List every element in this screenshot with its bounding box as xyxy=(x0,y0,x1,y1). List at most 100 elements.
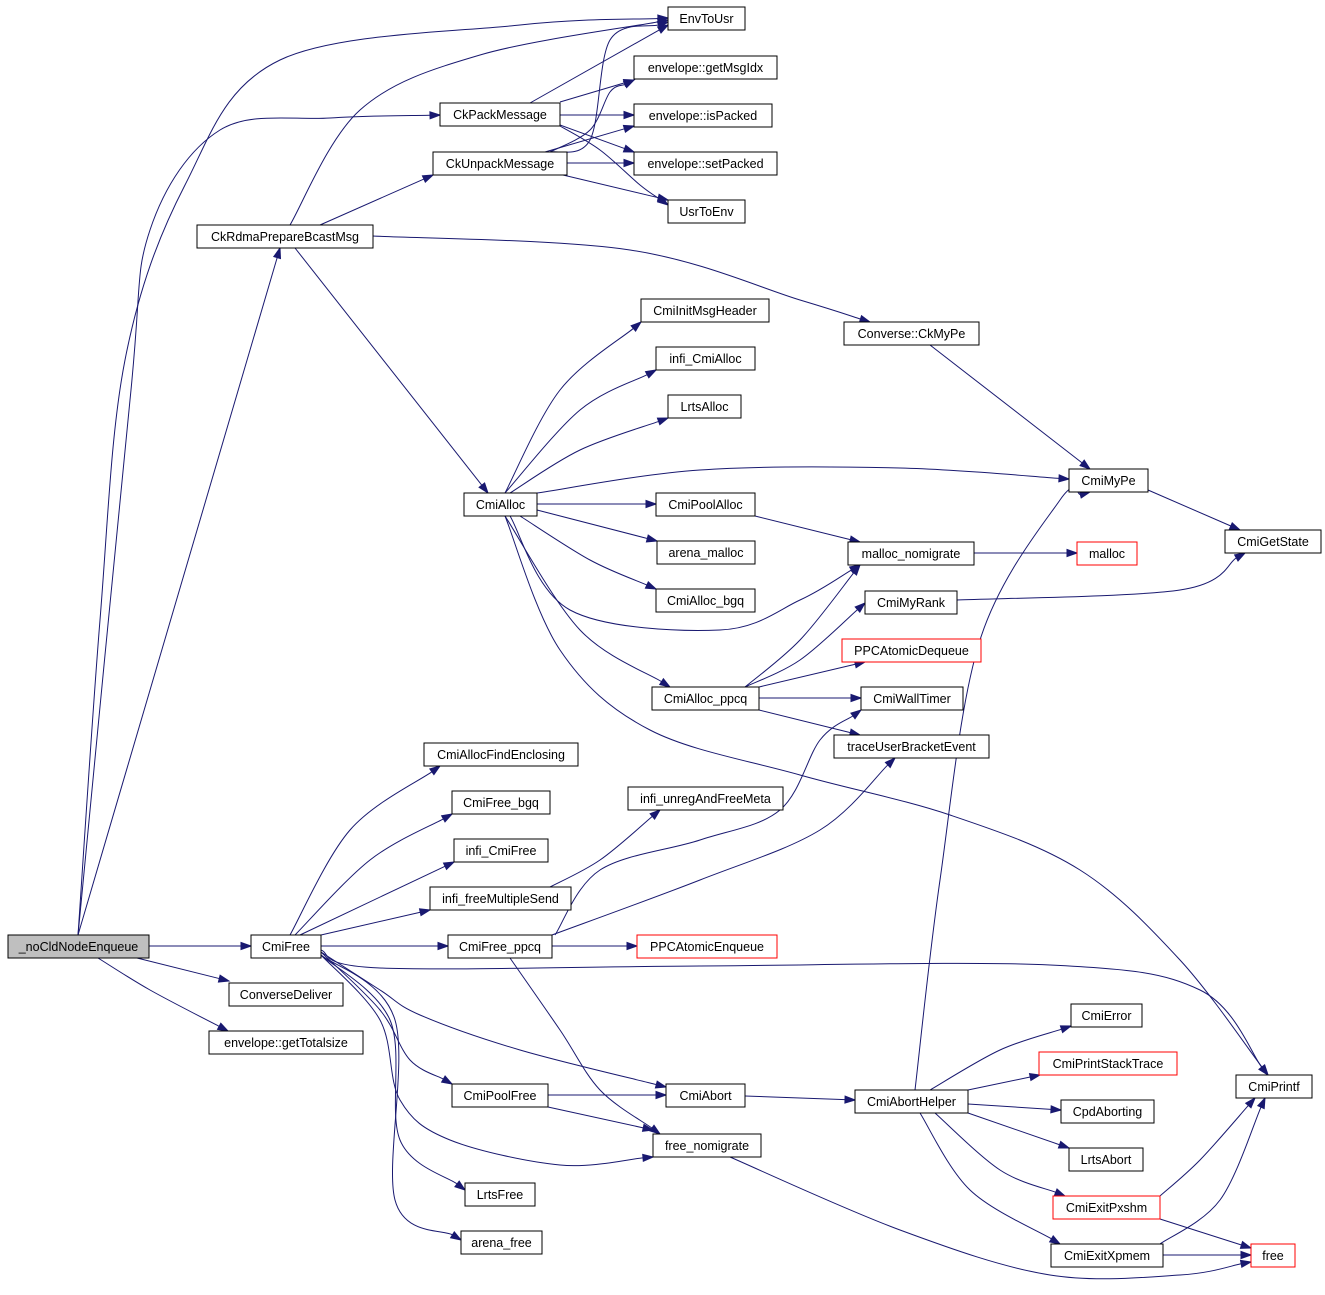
node-infi_freeMultipleSend[interactable]: infi_freeMultipleSend xyxy=(429,886,572,911)
node-box xyxy=(196,224,374,249)
node-box xyxy=(841,638,982,663)
arrowhead-icon xyxy=(1028,1073,1042,1082)
node-label: CmiExitPxshm xyxy=(1066,1201,1147,1215)
node-box xyxy=(447,934,553,959)
edge-CmiFree-to-infi_freeMultipleSend xyxy=(320,908,432,936)
edge-CmiFree-to-CmiFree_bgq xyxy=(294,813,454,936)
node-box xyxy=(1068,1147,1144,1172)
node-noCldNodeEnqueue[interactable]: _noCldNodeEnqueue xyxy=(7,934,150,959)
node-infi_unregAndFreeMeta[interactable]: infi_unregAndFreeMeta xyxy=(627,786,784,811)
arrowhead-icon xyxy=(850,563,861,576)
node-CmiFree[interactable]: CmiFree xyxy=(250,934,322,959)
node-label: CmiFree xyxy=(262,940,310,954)
node-CmiAllocFindEnclosing[interactable]: CmiAllocFindEnclosing xyxy=(423,742,579,767)
arrowhead-icon xyxy=(623,110,636,120)
node-LrtsAbort[interactable]: LrtsAbort xyxy=(1068,1147,1144,1172)
node-box xyxy=(460,1230,543,1255)
node-box xyxy=(451,1083,549,1108)
node-label: _noCldNodeEnqueue xyxy=(18,940,139,954)
node-label: CkUnpackMessage xyxy=(446,157,554,171)
arrowhead-icon xyxy=(1256,1096,1266,1110)
node-label: arena_malloc xyxy=(668,546,743,560)
arrowhead-icon xyxy=(1057,1140,1071,1149)
node-getTotalsize[interactable]: envelope::getTotalsize xyxy=(208,1030,364,1055)
node-ConverseDeliver[interactable]: ConverseDeliver xyxy=(228,982,344,1007)
node-CmiGetState[interactable]: CmiGetState xyxy=(1224,529,1322,554)
arrowhead-icon xyxy=(622,124,636,134)
node-CmiMyPe[interactable]: CmiMyPe xyxy=(1068,468,1149,493)
edge-CmiAlloc_ppcq-to-malloc_nomigrate xyxy=(744,563,861,688)
node-CkMyPe[interactable]: Converse::CkMyPe xyxy=(843,321,980,346)
node-setPacked[interactable]: envelope::setPacked xyxy=(633,151,778,176)
node-LrtsFree[interactable]: LrtsFree xyxy=(464,1182,536,1207)
arrowhead-icon xyxy=(622,79,636,89)
node-EnvToUsr[interactable]: EnvToUsr xyxy=(667,6,746,31)
node-arena_free[interactable]: arena_free xyxy=(460,1230,543,1255)
node-label: PPCAtomicDequeue xyxy=(854,644,969,658)
node-infi_CmiAlloc[interactable]: infi_CmiAlloc xyxy=(655,346,756,371)
node-arena_malloc[interactable]: arena_malloc xyxy=(656,540,756,565)
arrowhead-icon xyxy=(240,941,253,951)
edge-CmiAlloc-to-arena_malloc xyxy=(536,509,659,543)
node-CmiWallTimer[interactable]: CmiWallTimer xyxy=(860,686,964,711)
node-CmiMyRank[interactable]: CmiMyRank xyxy=(864,590,958,615)
node-CmiPoolFree[interactable]: CmiPoolFree xyxy=(451,1083,549,1108)
node-malloc_nomigrate[interactable]: malloc_nomigrate xyxy=(847,541,975,566)
node-CmiAlloc_ppcq[interactable]: CmiAlloc_ppcq xyxy=(651,686,760,711)
node-free[interactable]: free xyxy=(1250,1243,1296,1268)
node-CmiExitPxshm[interactable]: CmiExitPxshm xyxy=(1052,1195,1161,1220)
node-traceUserBracketEvent[interactable]: traceUserBracketEvent xyxy=(833,734,990,759)
node-isPacked[interactable]: envelope::isPacked xyxy=(633,103,773,128)
node-box xyxy=(1068,468,1149,493)
node-box xyxy=(1224,529,1322,554)
node-CkUnpackMessage[interactable]: CkUnpackMessage xyxy=(432,151,568,176)
node-CmiAbortHelper[interactable]: CmiAbortHelper xyxy=(854,1089,969,1114)
edge-noCldNodeEnqueue-to-CkPackMessage xyxy=(77,111,442,936)
node-CmiFree_bgq[interactable]: CmiFree_bgq xyxy=(451,790,551,815)
node-box xyxy=(655,588,756,613)
node-label: CmiMyPe xyxy=(1081,474,1135,488)
node-box xyxy=(1050,1243,1164,1268)
node-free_nomigrate[interactable]: free_nomigrate xyxy=(652,1133,762,1158)
node-PPCAtomicDequeue[interactable]: PPCAtomicDequeue xyxy=(841,638,982,663)
node-box xyxy=(228,982,344,1007)
arrowhead-icon xyxy=(1050,1105,1063,1114)
arrowhead-icon xyxy=(1066,548,1079,558)
edge-CmiAlloc-to-CmiAlloc_bgq xyxy=(519,515,658,590)
node-CkRdmaPrepareBcastMsg[interactable]: CkRdmaPrepareBcastMsg xyxy=(196,224,374,249)
node-CmiFree_ppcq[interactable]: CmiFree_ppcq xyxy=(447,934,553,959)
arrowhead-icon xyxy=(858,314,872,323)
edge-CmiPoolFree-to-free_nomigrate xyxy=(547,1106,655,1132)
edge-CmiFree_ppcq-to-free_nomigrate xyxy=(509,957,662,1135)
arrowhead-icon xyxy=(1058,474,1071,483)
node-CmiAlloc_bgq[interactable]: CmiAlloc_bgq xyxy=(655,588,756,613)
edge-CmiAlloc-to-CmiMyPe xyxy=(536,466,1071,494)
node-CmiInitMsgHeader[interactable]: CmiInitMsgHeader xyxy=(640,298,770,323)
node-PPCAtomicEnqueue[interactable]: PPCAtomicEnqueue xyxy=(636,934,778,959)
edge-CmiAbortHelper-to-CmiMyPe xyxy=(914,487,1092,1091)
node-label: CmiAlloc_bgq xyxy=(667,594,744,608)
edge-CmiAlloc-to-LrtsAlloc xyxy=(509,417,670,494)
node-CmiAbort[interactable]: CmiAbort xyxy=(665,1083,746,1108)
node-LrtsAlloc[interactable]: LrtsAlloc xyxy=(667,394,742,419)
edge-CmiFree-to-CmiPoolFree xyxy=(320,951,454,1085)
node-CmiPrintf[interactable]: CmiPrintf xyxy=(1235,1074,1313,1099)
edge-noCldNodeEnqueue-to-getTotalsize xyxy=(97,957,230,1032)
edge-CkRdmaPrepareBcastMsg-to-CmiAlloc xyxy=(294,247,489,495)
node-CkPackMessage[interactable]: CkPackMessage xyxy=(439,102,561,127)
node-CmiExitXpmem[interactable]: CmiExitXpmem xyxy=(1050,1243,1164,1268)
node-CmiAlloc[interactable]: CmiAlloc xyxy=(463,492,538,517)
node-CmiPoolAlloc[interactable]: CmiPoolAlloc xyxy=(655,492,756,517)
node-CmiError[interactable]: CmiError xyxy=(1070,1003,1143,1028)
node-getMsgIdx[interactable]: envelope::getMsgIdx xyxy=(633,55,778,80)
edge-CmiFree_ppcq-to-CmiWallTimer xyxy=(554,709,863,936)
edge-CkUnpackMessage-to-UsrToEnv xyxy=(562,174,670,202)
node-CpdAborting[interactable]: CpdAborting xyxy=(1060,1099,1155,1124)
arrowhead-icon xyxy=(217,974,231,983)
node-malloc[interactable]: malloc xyxy=(1076,541,1138,566)
edge-CmiAlloc-to-CmiInitMsgHeader xyxy=(504,321,643,494)
node-UsrToEnv[interactable]: UsrToEnv xyxy=(667,199,746,224)
node-CmiPrintStackTrace[interactable]: CmiPrintStackTrace xyxy=(1038,1051,1178,1076)
edge-CmiPoolAlloc-to-malloc_nomigrate xyxy=(754,515,862,544)
node-infi_CmiFree[interactable]: infi_CmiFree xyxy=(453,838,549,863)
